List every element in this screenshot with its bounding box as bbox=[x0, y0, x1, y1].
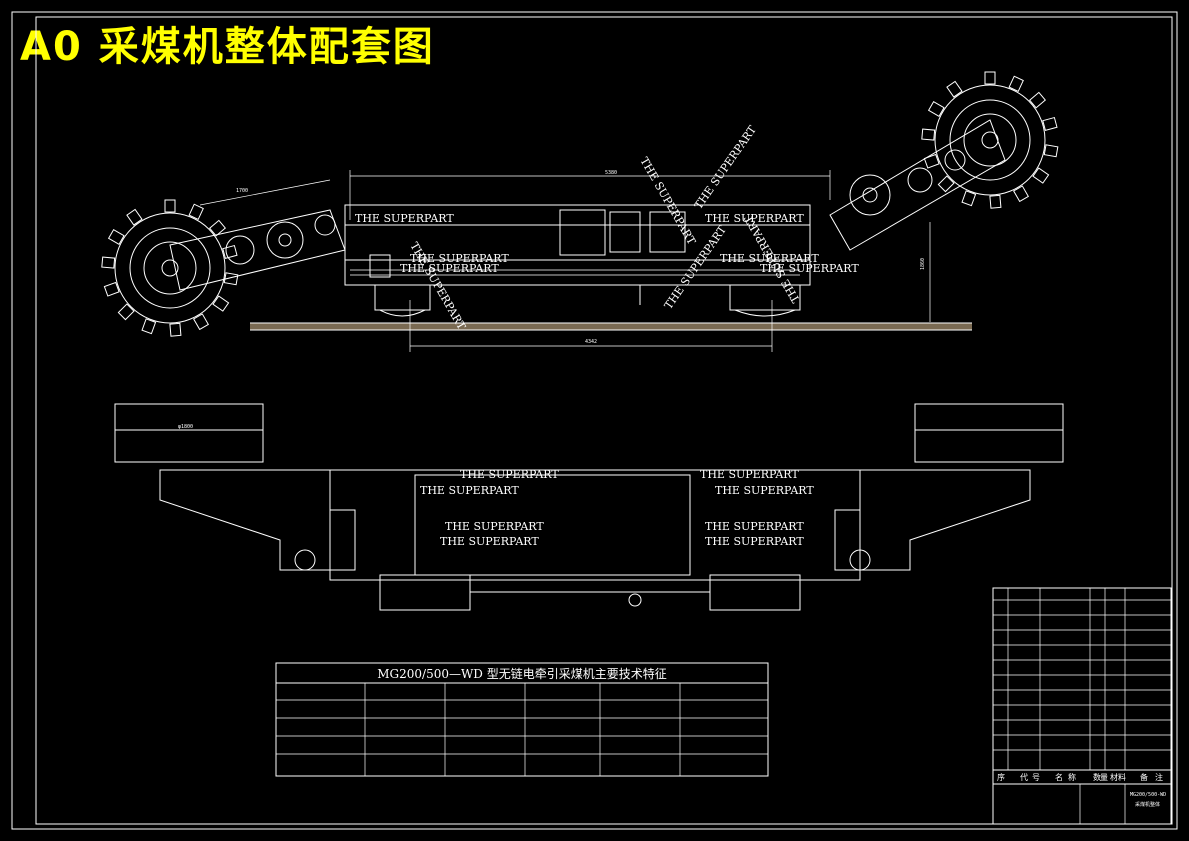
col-header: 料 bbox=[1118, 772, 1126, 782]
watermark: THE SUPERPART bbox=[400, 262, 499, 275]
col-header: 量 bbox=[1100, 773, 1108, 782]
watermark: THE SUPERPART bbox=[445, 520, 544, 533]
dim-plan-left: φ1800 bbox=[178, 424, 193, 430]
col-header: 序 bbox=[997, 772, 1005, 782]
col-header: 数 bbox=[1093, 772, 1101, 782]
col-header: 材 bbox=[1110, 772, 1118, 782]
tech-spec-table: MG200/500—WD 型无链电牵引采煤机主要技术特征 bbox=[275, 662, 769, 777]
watermark-group-side: THE SUPERPART THE SUPERPART THE SUPERPAR… bbox=[355, 123, 859, 333]
col-header: 注 bbox=[1155, 772, 1163, 782]
right-cutting-drum bbox=[921, 71, 1059, 209]
col-header: 备 bbox=[1140, 772, 1148, 782]
dim-top-span: 5380 bbox=[605, 170, 617, 176]
col-header: 名 bbox=[1055, 772, 1063, 782]
dim-left-arm: 1700 bbox=[236, 188, 248, 194]
dim-bottom-span: 4342 bbox=[585, 339, 597, 345]
drawing-name: 采煤机整体 bbox=[1135, 801, 1160, 808]
col-header: 称 bbox=[1068, 772, 1076, 782]
side-view: 5380 4342 1700 1860 bbox=[101, 71, 1059, 352]
watermark: THE SUPERPART bbox=[705, 212, 804, 225]
outer-frame bbox=[11, 11, 1178, 830]
watermark: THE SUPERPART bbox=[760, 262, 859, 275]
watermark: THE SUPERPART bbox=[460, 468, 559, 481]
watermark: THE SUPERPART bbox=[700, 468, 799, 481]
watermark: THE SUPERPART bbox=[705, 535, 804, 548]
right-ranging-arm bbox=[829, 119, 1006, 251]
plan-view: φ1800 THE SUPERPART THE SUPERPART THE SU… bbox=[114, 403, 1064, 611]
col-header: 号 bbox=[1032, 773, 1040, 782]
left-ranging-arm bbox=[169, 209, 346, 291]
watermark: THE SUPERPART bbox=[637, 155, 698, 248]
left-cutting-drum bbox=[101, 199, 239, 337]
drawing-number: MG200/500-WD bbox=[1130, 792, 1166, 798]
tech-table-title: MG200/500—WD 型无链电牵引采煤机主要技术特征 bbox=[377, 666, 667, 681]
watermark: THE SUPERPART bbox=[355, 212, 454, 225]
watermark: THE SUPERPART bbox=[715, 484, 814, 497]
watermark: THE SUPERPART bbox=[720, 252, 819, 265]
dim-height: 1860 bbox=[920, 258, 926, 270]
floor-line bbox=[250, 323, 972, 330]
watermark: THE SUPERPART bbox=[692, 123, 760, 212]
watermark: THE SUPERPART bbox=[420, 484, 519, 497]
drawing-title: A0 采煤机整体配套图 bbox=[20, 24, 435, 70]
watermark: THE SUPERPART bbox=[440, 535, 539, 548]
parts-list: 序 代 号 名 称 数 量 材 料 备 注 MG200/500-WD 采煤机整体 bbox=[992, 587, 1172, 825]
watermark: THE SUPERPART bbox=[705, 520, 804, 533]
watermark: THE SUPERPART bbox=[410, 252, 509, 265]
watermark-group-plan: THE SUPERPART THE SUPERPART THE SUPERPAR… bbox=[420, 468, 814, 548]
col-header: 代 bbox=[1020, 772, 1028, 782]
machine-body bbox=[344, 204, 811, 317]
inner-frame bbox=[35, 16, 1173, 825]
